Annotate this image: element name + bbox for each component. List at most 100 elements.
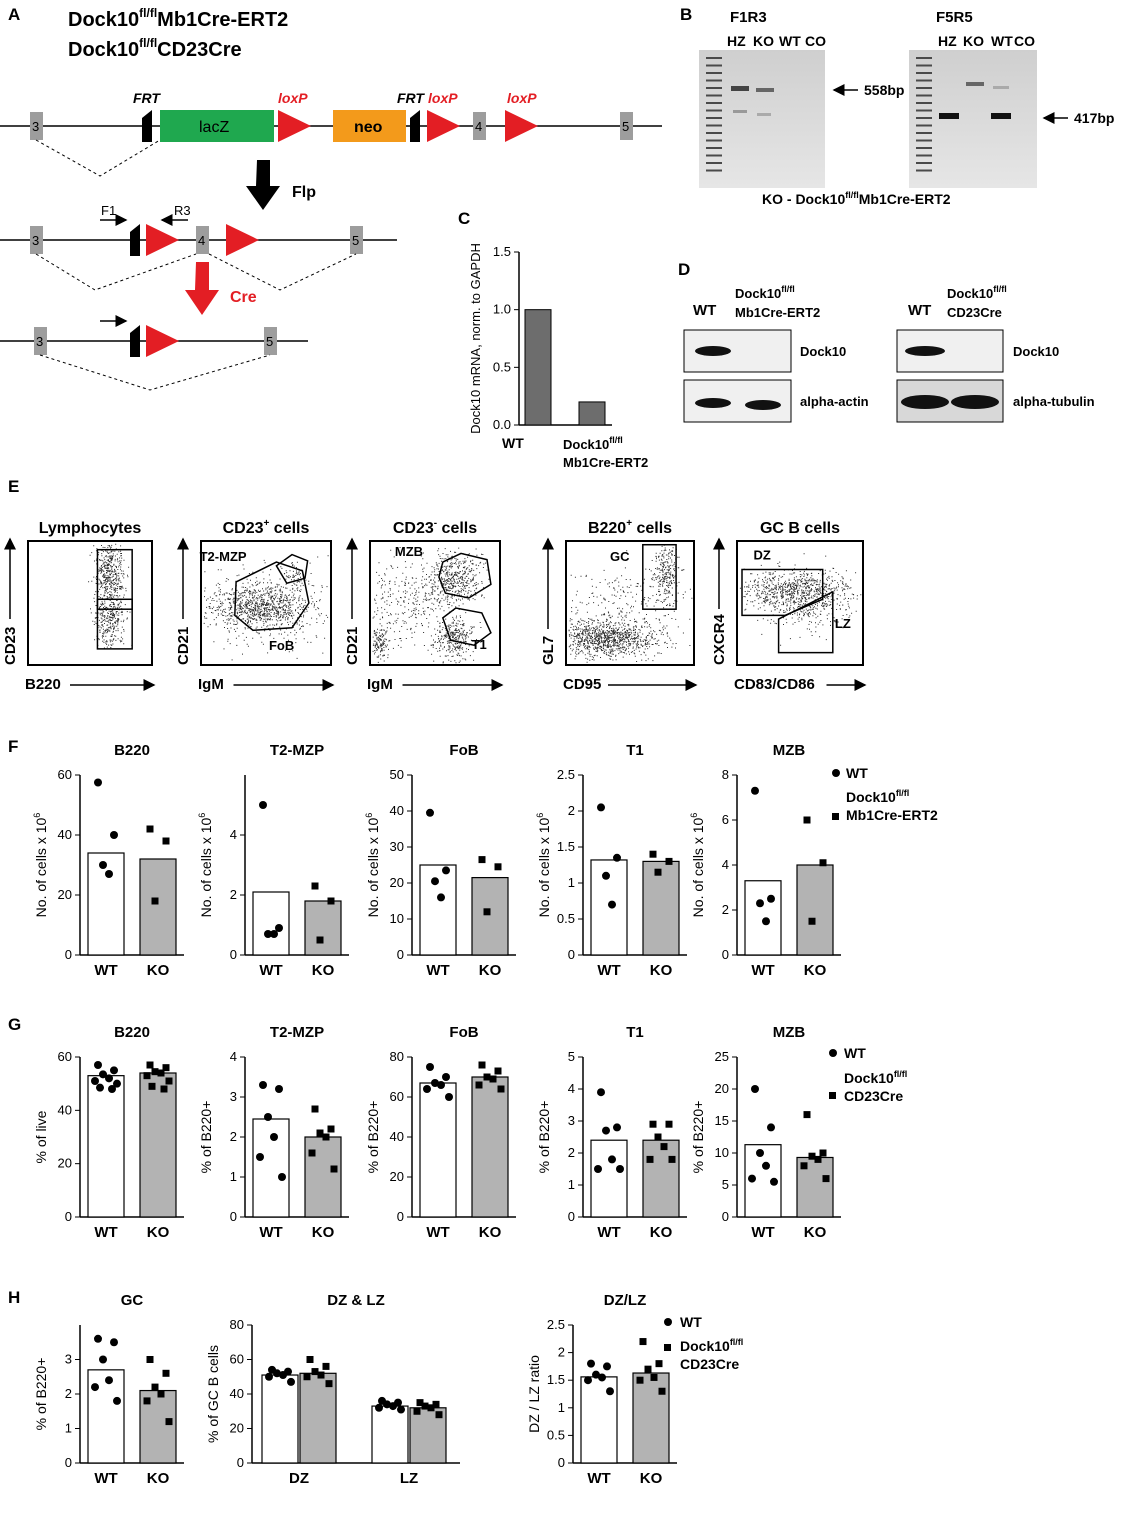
- y-axis-label: % of B220+: [198, 1101, 214, 1174]
- flp-arrow: [246, 160, 280, 210]
- data-point-ko: [317, 1371, 325, 1379]
- panel-a-gene-construct: Dock10fl/flMb1Cre-ERT2 Dock10fl/flCD23Cr…: [0, 6, 662, 391]
- x-tick-label: KO: [804, 962, 827, 979]
- c-bar: [578, 401, 606, 426]
- svg-text:Dock10fl/fl: Dock10fl/fl: [735, 284, 795, 301]
- data-point-ko: [162, 837, 170, 845]
- data-point-ko: [165, 1418, 173, 1426]
- y-tick-label: 2: [558, 1345, 565, 1360]
- x-tick-label: KO: [650, 1224, 673, 1241]
- data-point-ko: [808, 917, 816, 925]
- bar-ko: [139, 1072, 177, 1218]
- svg-text:Dock10fl/fl: Dock10fl/fl: [844, 1069, 907, 1086]
- data-point-wt: [94, 1061, 102, 1069]
- y-tick-label: 0: [397, 1209, 404, 1224]
- flow-gate: [96, 598, 133, 650]
- panel-labels: A B C D E F G H: [8, 5, 692, 1307]
- y-tick-label: 1: [230, 1169, 237, 1184]
- y-tick-label: 3: [65, 1352, 72, 1367]
- y-axis-label: % of B220+: [536, 1101, 552, 1174]
- x-tick-label: WT: [426, 962, 449, 979]
- y-tick-label: 50: [390, 767, 404, 782]
- data-point-wt: [608, 1155, 616, 1164]
- flow-gate: [777, 590, 834, 654]
- svg-text:Dock10fl/fl: Dock10fl/fl: [947, 284, 1007, 301]
- legend-h-ko-marker: [664, 1344, 671, 1351]
- y-tick-label: 4: [568, 1081, 575, 1096]
- data-point-wt: [375, 1403, 383, 1412]
- y-axis-label: No. of cells x 106: [364, 813, 381, 918]
- chart-title: T2-MZP: [270, 1024, 324, 1041]
- flow-plot-frame: [27, 540, 153, 666]
- y-tick-label: 4: [230, 1049, 237, 1064]
- svg-text:CD23Cre: CD23Cre: [844, 1088, 903, 1104]
- svg-text:Mb1Cre-ERT2: Mb1Cre-ERT2: [563, 455, 648, 470]
- y-tick-label: 0: [230, 947, 237, 962]
- bar-ko: [632, 1372, 670, 1464]
- bar-wt: [252, 1118, 290, 1218]
- data-point-wt: [762, 917, 770, 926]
- data-point-ko: [322, 1362, 330, 1370]
- loxp-label-2: loxP: [428, 90, 458, 106]
- data-point-ko: [151, 897, 159, 905]
- data-point-wt: [105, 1074, 113, 1083]
- data-point-ko: [306, 1356, 314, 1363]
- y-tick-label: 2.5: [557, 767, 575, 782]
- svg-text:4: 4: [198, 233, 205, 248]
- svg-text:5: 5: [622, 119, 629, 134]
- panel-label-e: E: [8, 477, 19, 496]
- data-point-wt: [397, 1405, 405, 1414]
- svg-text:lacZ: lacZ: [199, 119, 229, 136]
- y-tick-label: 5: [722, 1177, 729, 1192]
- svg-text:Mb1Cre-ERT2: Mb1Cre-ERT2: [735, 305, 820, 320]
- data-point-wt: [99, 1070, 107, 1079]
- flow-x-label: IgM: [198, 676, 224, 693]
- data-point-ko: [639, 1338, 647, 1346]
- data-point-ko: [649, 850, 657, 858]
- loxp-label-1: loxP: [278, 90, 308, 106]
- panel-label-h: H: [8, 1288, 20, 1307]
- data-point-ko: [808, 1152, 816, 1160]
- data-point-ko: [654, 1133, 662, 1141]
- chart-title: GC: [121, 1292, 144, 1309]
- flow-gate: [275, 553, 309, 585]
- bar-wt: [87, 852, 125, 956]
- data-point-wt: [613, 1123, 621, 1132]
- data-point-wt: [751, 786, 759, 795]
- data-point-wt: [275, 924, 283, 932]
- x-tick-label: KO: [147, 962, 170, 979]
- y-tick-label: 4: [230, 827, 237, 842]
- data-point-ko: [819, 1149, 827, 1157]
- data-point-ko: [157, 1069, 165, 1077]
- data-point-ko: [494, 1067, 502, 1075]
- y-tick-label: 0: [230, 1209, 237, 1224]
- data-point-ko: [432, 1400, 440, 1408]
- y-tick-label: 20: [715, 1081, 729, 1096]
- legend-f-ko-marker: [832, 813, 839, 820]
- data-point-ko: [649, 1120, 657, 1128]
- x-tick-label: WT: [94, 962, 117, 979]
- svg-text:KO: KO: [963, 33, 984, 49]
- flow-events: [88, 543, 133, 649]
- y-axis-label: % of B220+: [365, 1101, 381, 1174]
- flow-plot-title: Lymphocytes: [39, 520, 142, 537]
- y-tick-label: 20: [390, 1169, 404, 1184]
- data-point-wt: [94, 1334, 102, 1343]
- flow-gate: [741, 568, 824, 617]
- data-point-ko: [475, 1081, 483, 1089]
- frt-site-2: [410, 110, 420, 142]
- c-y-tick-label: 1.0: [493, 302, 511, 317]
- y-axis-label: No. of cells x 106: [197, 813, 214, 918]
- data-point-ko: [658, 1387, 666, 1395]
- svg-text:Dock10fl/fl: Dock10fl/fl: [846, 788, 909, 805]
- y-tick-label: 20: [58, 887, 72, 902]
- data-point-ko: [311, 1105, 319, 1113]
- primer-f1-label: F1: [101, 203, 116, 218]
- y-tick-label: 40: [390, 1129, 404, 1144]
- svg-text:HZ: HZ: [938, 33, 957, 49]
- data-point-ko: [308, 1149, 316, 1157]
- svg-text:5: 5: [266, 334, 273, 349]
- frt-label-2: FRT: [397, 90, 425, 106]
